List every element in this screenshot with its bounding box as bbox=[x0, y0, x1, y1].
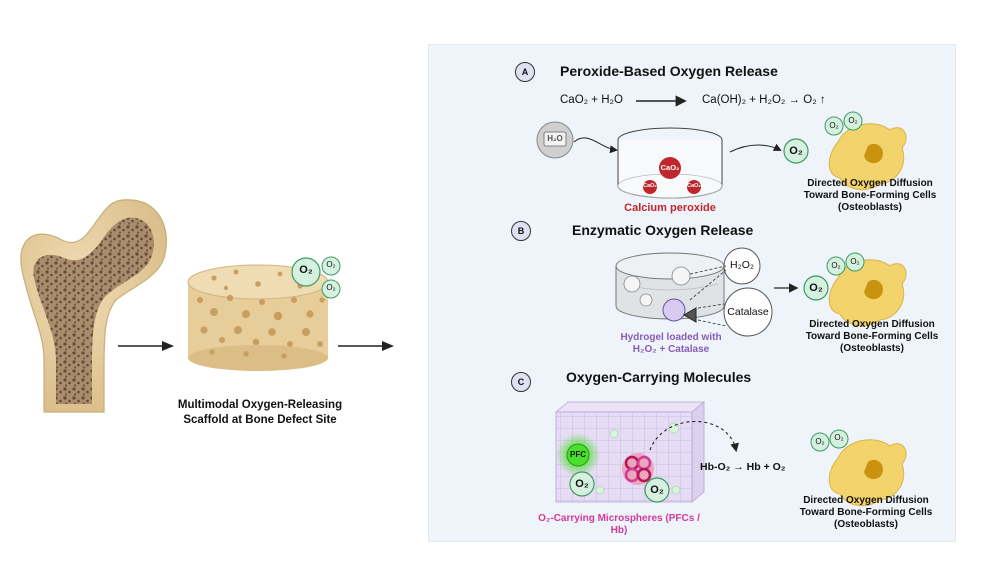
cao2-label-small-2: CaO₂ bbox=[687, 183, 701, 189]
o2-cell-bubble-b1 bbox=[826, 256, 846, 276]
cao2-particle-large bbox=[659, 157, 681, 179]
o2-cell-label-c2: O₂ bbox=[834, 433, 844, 442]
section-a-title: Peroxide-Based Oxygen Release bbox=[560, 63, 778, 79]
section-a-badge: A bbox=[515, 62, 535, 82]
section-b-badge: B bbox=[511, 221, 531, 241]
osteoblast-cell-a bbox=[828, 123, 907, 191]
o2-cell-label-a2: O₂ bbox=[848, 116, 858, 125]
section-a-cell-caption: Directed Oxygen Diffusion Toward Bone-Fo… bbox=[790, 178, 950, 214]
scaffold-caption-line2: Scaffold at Bone Defect Site bbox=[183, 414, 337, 426]
cao2-label-large: CaO₂ bbox=[660, 163, 680, 172]
arrow-scaffold-to-panel bbox=[338, 341, 394, 351]
osteoblast-cell-b bbox=[828, 259, 907, 327]
scaffold-o2-bubbles bbox=[291, 256, 341, 299]
o2-bubble-b bbox=[803, 275, 829, 301]
pfc-droplet bbox=[566, 443, 590, 467]
section-a-cell-caption-line2: Toward Bone-Forming Cells bbox=[803, 190, 937, 201]
section-b-title: Enzymatic Oxygen Release bbox=[572, 222, 754, 238]
h2o2-molecule-3 bbox=[671, 266, 691, 286]
o2-bubble-c1 bbox=[569, 471, 595, 497]
catalase-enzyme bbox=[662, 298, 686, 322]
section-c-cell-caption-line2: Toward Bone-Forming Cells bbox=[799, 507, 933, 518]
o2-cell-bubble-a1 bbox=[824, 116, 844, 136]
o2-bubble-a bbox=[783, 138, 809, 164]
container-caption: Calcium peroxide bbox=[624, 202, 716, 214]
scaffold-o2-label-small-1: O₂ bbox=[326, 260, 336, 269]
h2o2-molecule-2 bbox=[639, 293, 653, 307]
section-c-badge: C bbox=[511, 372, 531, 392]
o2-cell-label-a1: O₂ bbox=[829, 121, 839, 130]
hb-release-dashed-arrow bbox=[649, 420, 739, 453]
water-label: H₂O bbox=[547, 134, 563, 143]
microsphere-caption-line2: Hb) bbox=[610, 525, 628, 536]
hemoglobin-microsphere bbox=[622, 453, 654, 485]
o2-cell-label-c1: O₂ bbox=[815, 437, 825, 446]
arrow-femur-to-scaffold bbox=[118, 341, 174, 351]
section-b-cell-caption-line1: Directed Oxygen Diffusion bbox=[809, 319, 935, 330]
scaffold-o2-label-large: O₂ bbox=[299, 264, 313, 276]
h2o2-molecule-1 bbox=[623, 275, 641, 293]
scaffold-caption-line1: Multimodal Oxygen-Releasing bbox=[177, 399, 343, 411]
section-b-cell-caption-line3: (Osteoblasts) bbox=[840, 343, 904, 354]
microsphere-caption-line1: O₂-Carrying Microspheres (PFCs / bbox=[538, 513, 700, 524]
o2-label-c1: O₂ bbox=[575, 478, 589, 490]
section-c-title: Oxygen-Carrying Molecules bbox=[566, 369, 752, 385]
scaffold-cylinder bbox=[187, 264, 329, 371]
o2-cell-label-b1: O₂ bbox=[831, 261, 841, 270]
o2-bubble-c2 bbox=[644, 477, 670, 503]
scaffold-o2-label-small-2: O₂ bbox=[326, 283, 336, 292]
h2o2-bubble bbox=[723, 247, 761, 285]
section-a-equation-left: CaO₂ + H₂O bbox=[560, 94, 623, 106]
o2-cell-bubble-c1 bbox=[810, 432, 830, 452]
femur-bone bbox=[20, 199, 168, 413]
water-to-container-arrow bbox=[573, 137, 618, 154]
hydrogel-caption-line2: H₂O₂ + Catalase bbox=[632, 344, 710, 355]
section-b-cell-caption: Directed Oxygen Diffusion Toward Bone-Fo… bbox=[792, 319, 952, 355]
microsphere-caption: O₂-Carrying Microspheres (PFCs / Hb) bbox=[522, 513, 716, 537]
pfc-label: PFC bbox=[570, 450, 586, 459]
scaffold-caption: Multimodal Oxygen-Releasing Scaffold at … bbox=[150, 398, 370, 428]
section-c-cell-caption: Directed Oxygen Diffusion Toward Bone-Fo… bbox=[786, 495, 946, 531]
container-to-o2-arrow bbox=[729, 143, 782, 153]
o2-cell-bubble-a2 bbox=[843, 111, 863, 131]
o2-label-a: O₂ bbox=[789, 145, 803, 157]
cao2-particle-small-2 bbox=[687, 180, 701, 194]
osteoblast-cell-c bbox=[828, 439, 907, 507]
o2-cell-label-b2: O₂ bbox=[850, 257, 860, 266]
o2-cell-bubble-b2 bbox=[845, 252, 865, 272]
cao2-particle-small-1 bbox=[643, 180, 657, 194]
catalase-bubble-label: Catalase bbox=[727, 306, 769, 318]
section-a-cell-caption-line1: Directed Oxygen Diffusion bbox=[807, 178, 933, 189]
section-a-equation-right: Ca(OH)₂ + H₂O₂ → O₂ ↑ bbox=[702, 94, 826, 106]
hydrogel-caption-line1: Hydrogel loaded with bbox=[620, 332, 722, 343]
section-b-cell-caption-line2: Toward Bone-Forming Cells bbox=[805, 331, 939, 342]
catalase-pointer bbox=[683, 307, 697, 323]
catalase-bubble bbox=[723, 287, 773, 337]
o2-cell-bubble-c2 bbox=[829, 429, 849, 449]
o2-label-c2: O₂ bbox=[650, 484, 664, 496]
cao2-label-small-1: CaO₂ bbox=[643, 183, 657, 189]
hydrogel-caption: Hydrogel loaded with H₂O₂ + Catalase bbox=[596, 332, 746, 356]
h2o2-bubble-label: H₂O₂ bbox=[730, 259, 754, 271]
o2-label-b: O₂ bbox=[809, 282, 823, 294]
hb-release-equation: Hb-O₂ → Hb + O₂ bbox=[700, 461, 786, 473]
section-a-cell-caption-line3: (Osteoblasts) bbox=[838, 202, 902, 213]
water-molecule-icon bbox=[536, 121, 574, 159]
panel-illustrations bbox=[536, 95, 907, 507]
left-illustration bbox=[20, 199, 394, 413]
section-c-cell-caption-line1: Directed Oxygen Diffusion bbox=[803, 495, 929, 506]
section-c-cell-caption-line3: (Osteoblasts) bbox=[834, 519, 898, 530]
